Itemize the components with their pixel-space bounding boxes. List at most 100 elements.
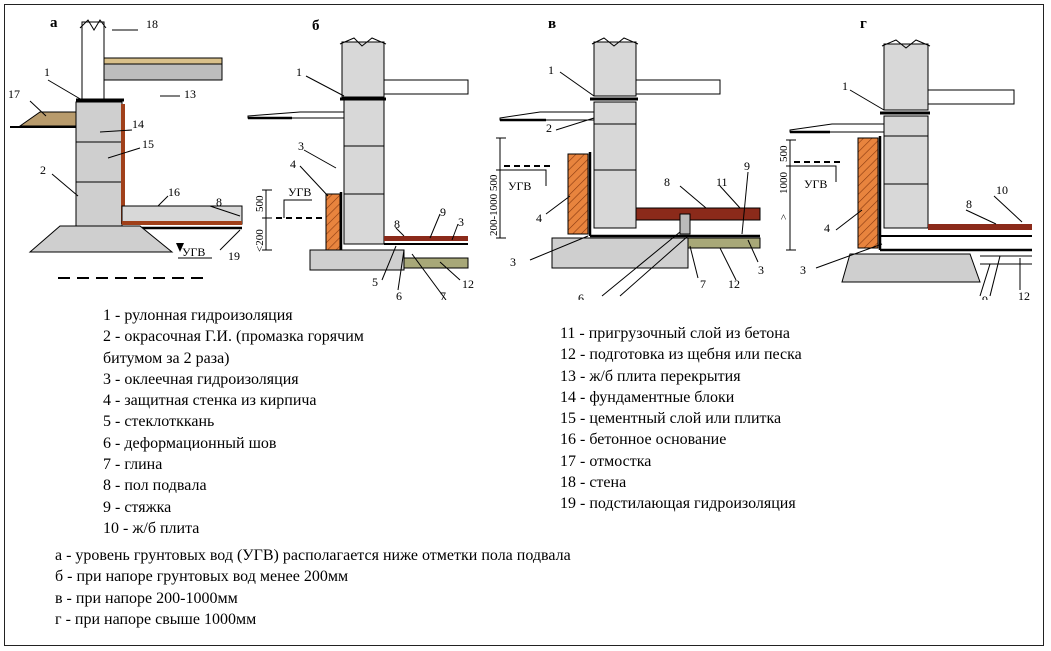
- gravel-12: [687, 237, 761, 249]
- deformation-joint-6: [679, 213, 691, 235]
- wall-break: [339, 37, 387, 47]
- callout-16: 16: [168, 185, 180, 199]
- callout-4: 4: [290, 157, 296, 171]
- wall-upper: [593, 41, 637, 97]
- callout-12: 12: [462, 277, 474, 291]
- legend-item: 14 - фундаментные блоки: [560, 388, 735, 406]
- callout-4: 4: [824, 221, 830, 235]
- callout-10: 10: [996, 183, 1008, 197]
- ugv-label-g: УГВ: [804, 177, 827, 191]
- wall-18: [81, 21, 105, 103]
- foundation-blocks: [343, 99, 385, 245]
- callout-14: 14: [132, 117, 144, 131]
- legend-item: битумом за 2 раза): [103, 349, 230, 367]
- footing: [841, 253, 981, 283]
- panel-g: г 500 1000 > УГВ: [778, 16, 1032, 300]
- floor-8: [384, 236, 468, 241]
- callout-13: 13: [184, 87, 196, 101]
- callout-15: 15: [142, 137, 154, 151]
- callout-3: 3: [298, 139, 304, 153]
- dim-lt200-b: <200: [254, 229, 266, 252]
- legend-item: 12 - подготовка из щебня или песка: [560, 346, 802, 364]
- case-item-g: г - при напоре свыше 1000мм: [55, 610, 257, 628]
- callout-3b: 3: [458, 215, 464, 229]
- legend-item: 17 - отмостка: [560, 452, 652, 470]
- legend-item: 10 - ж/б плита: [103, 519, 200, 537]
- case-item-a: а - уровень грунтовых вод (УГВ) располаг…: [55, 547, 571, 564]
- callout-19: 19: [228, 249, 240, 263]
- callout-5: 5: [372, 275, 378, 289]
- slab: [383, 79, 469, 95]
- panel-a: а УГВ: [8, 15, 243, 279]
- callout-9: 9: [744, 159, 750, 173]
- footing: [551, 237, 689, 269]
- ugv-label-v: УГВ: [508, 179, 531, 193]
- brick-wall-4: [325, 193, 341, 251]
- brick-wall-4: [857, 137, 879, 249]
- panel-b-title: б: [312, 18, 320, 34]
- brick-wall-4: [567, 153, 589, 235]
- ugv-arrow: [176, 243, 184, 252]
- foundation-blocks-14: [75, 101, 123, 227]
- load-layer-11: [635, 207, 761, 221]
- callout-8: 8: [394, 217, 400, 231]
- legend-item: 18 - стена: [560, 474, 627, 492]
- legend-item: 13 - ж/б плита перекрытия: [560, 367, 741, 385]
- case-item-v: в - при напоре 200-1000мм: [55, 589, 238, 607]
- case-item-b: б - при напоре грунтовых вод менее 200мм: [55, 568, 349, 586]
- legend-item: 19 - подстилающая гидроизоляция: [560, 495, 796, 513]
- otmostka-17: [18, 111, 83, 127]
- floor-8: [928, 224, 1032, 230]
- callout-3: 3: [800, 263, 806, 277]
- callout-1: 1: [296, 65, 302, 79]
- figure-frame: [4, 4, 1044, 646]
- legend-item: 4 - защитная стенка из кирпича: [103, 392, 317, 410]
- ugv-marker-b: [283, 199, 312, 218]
- cement-layer-15: [121, 104, 125, 224]
- slab-finish: [103, 57, 223, 65]
- panel-v: в 200-1000 500 УГВ: [488, 16, 764, 300]
- callout-18: 18: [146, 17, 158, 31]
- panel-g-title: г: [860, 16, 867, 32]
- dim-500-b: 500: [254, 195, 266, 212]
- callout-6: 6: [578, 291, 584, 300]
- gravel-12: [403, 257, 469, 269]
- callout-8: 8: [664, 175, 670, 189]
- legend-item: 15 - цементный слой или плитка: [560, 410, 782, 428]
- wall-break: [79, 19, 107, 31]
- legend-left: 1 - рулонная гидроизоляция 2 - окрасочна…: [103, 305, 364, 539]
- legend-item: 1 - рулонная гидроизоляция: [103, 307, 293, 324]
- slab-13: [103, 63, 223, 81]
- foundation-blocks: [593, 101, 637, 229]
- callout-1: 1: [842, 79, 848, 93]
- legend-item: 5 - стеклотккань: [103, 413, 215, 431]
- callout-7: 7: [440, 289, 446, 300]
- legend-item: 16 - бетонное основание: [560, 431, 727, 449]
- callout-3: 3: [758, 263, 764, 277]
- callout-12: 12: [728, 277, 740, 291]
- ugv-label-a: УГВ: [182, 245, 205, 259]
- callout-1: 1: [548, 63, 554, 77]
- wall-upper: [883, 43, 929, 111]
- legend-item: 11 - пригрузочный слой из бетона: [560, 325, 790, 342]
- panel-a-title: а: [50, 15, 58, 31]
- callout-3b: 3: [510, 255, 516, 269]
- callout-2: 2: [40, 163, 46, 177]
- callout-2: 2: [546, 121, 552, 135]
- legend-item: 6 - деформационный шов: [103, 434, 277, 452]
- case-descriptions: а - уровень грунтовых вод (УГВ) располаг…: [55, 545, 571, 630]
- ugv-label-b: УГВ: [288, 185, 311, 199]
- dim-label-v: 200-1000 500: [488, 174, 500, 236]
- legend-item: 7 - глина: [103, 456, 163, 474]
- dim-500-g: 500: [778, 145, 790, 162]
- legend-item: 2 - окрасочная Г.И. (промазка горячим: [103, 328, 364, 346]
- legend-item: 9 - стяжка: [103, 498, 172, 516]
- foundation-blocks: [883, 115, 929, 229]
- slab: [635, 79, 721, 95]
- callout-9: 9: [982, 293, 988, 300]
- slab: [927, 89, 1015, 105]
- wall-upper: [341, 41, 385, 98]
- dim-ge-g: >: [778, 214, 790, 220]
- panel-b: б 500 <200 УГВ: [247, 18, 474, 300]
- diagram-canvas: а УГВ: [8, 15, 1032, 300]
